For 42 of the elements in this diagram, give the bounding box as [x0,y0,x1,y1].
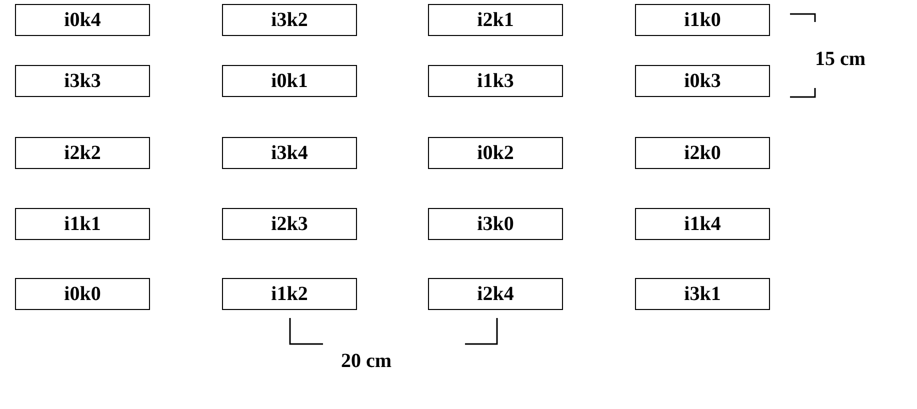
label-box [428,4,563,36]
label-box [635,137,770,169]
label-box [15,4,150,36]
label-box [428,65,563,97]
box-label: i0k3 [684,70,721,92]
box-label: i3k1 [684,282,721,306]
box-label: i1k4 [684,212,721,236]
label-box [428,137,563,169]
label-box [222,4,357,36]
label-box [635,65,770,97]
label-box [222,208,357,240]
box-label: i1k3 [477,70,514,92]
box-label: i0k4 [64,8,101,32]
box-label: i0k2 [477,142,514,164]
dimension-label: 20 cm [341,350,392,373]
label-box [222,65,357,97]
label-box [635,208,770,240]
dimension-label: 15 cm [815,48,866,71]
box-label: i3k2 [271,8,308,32]
box-label: i0k0 [64,282,101,306]
box-label: i2k4 [477,282,514,306]
box-label: i0k1 [271,70,308,92]
label-box [15,208,150,240]
box-label: i1k1 [64,212,101,236]
box-label: i2k3 [271,212,308,236]
label-box [222,278,357,310]
label-box [15,65,150,97]
label-box [222,137,357,169]
label-box [15,278,150,310]
box-label: i1k0 [684,8,721,32]
label-box [428,208,563,240]
label-box [635,278,770,310]
box-label: i1k2 [271,282,308,306]
box-label: i2k2 [64,142,101,164]
box-label: i3k0 [477,212,514,236]
label-box [428,278,563,310]
box-label: i2k0 [684,142,721,164]
label-box [15,137,150,169]
box-label: i3k3 [64,70,101,92]
box-label: i3k4 [271,142,308,164]
label-box [635,4,770,36]
box-label: i2k1 [477,8,514,32]
